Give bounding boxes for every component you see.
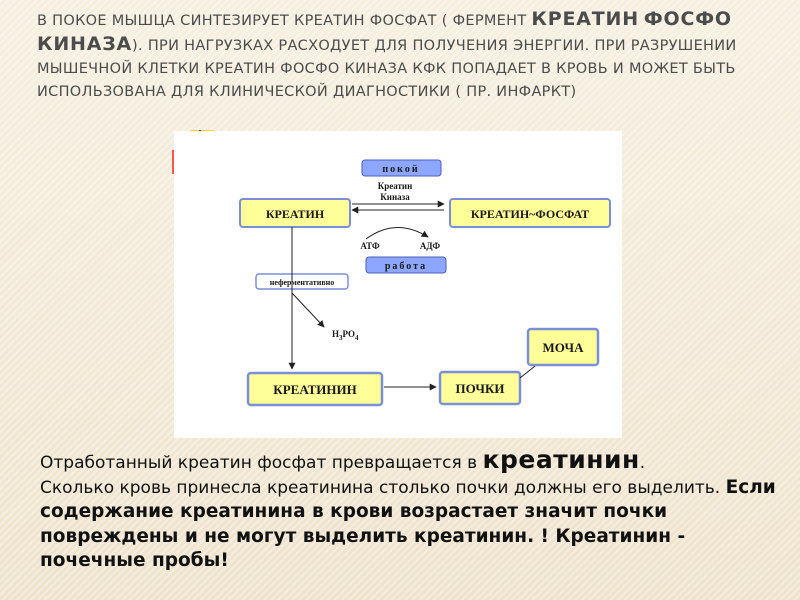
- kidneys-box: [438, 370, 522, 406]
- enzyme-label-line1: Креатин: [378, 181, 413, 191]
- creatine-label: КРЕАТИН: [266, 207, 325, 221]
- creatinine-label: КРЕАТИНИН: [273, 382, 356, 397]
- creatine-phosphate-label: КРЕАТИН~ФОСФАТ: [471, 207, 589, 221]
- urine-box: [526, 327, 600, 367]
- rest-label-box: [361, 159, 442, 177]
- body-line1-end: .: [639, 453, 646, 473]
- kidneys-label: ПОЧКИ: [456, 381, 505, 396]
- nonenzymatic-box: [255, 273, 349, 290]
- nonenzymatic-label: неферментативно: [270, 278, 335, 287]
- body-line1-text: Отработанный креатин фосфат превращается…: [40, 453, 483, 473]
- creatinine-box: [246, 371, 384, 407]
- h3po4-label: H3PO4: [332, 329, 359, 342]
- enzyme-label-line2: Киназа: [380, 192, 410, 202]
- adp-label: АДФ: [420, 241, 441, 251]
- body-line2-text: Сколько кровь принесла креатинина стольк…: [40, 477, 726, 498]
- atp-adp-arrow: [365, 227, 429, 240]
- title-emph-phosphokinase: фосфо киназа: [37, 8, 732, 55]
- title-text-part1: В покое мышца синтезирует креатин фосфат…: [37, 13, 532, 29]
- title-text-part2: ). при нагрузках расходует для получения…: [37, 38, 737, 100]
- creatine-box: [239, 198, 351, 228]
- urine-label: МОЧА: [543, 340, 585, 355]
- work-label: работа: [385, 261, 427, 272]
- creatine-cycle-diagram: покой Креатин Киназа КРЕАТИН КРЕАТИН~ФОС…: [174, 131, 622, 438]
- explanation-text: Отработанный креатин фосфат превращается…: [40, 445, 780, 574]
- body-creatinine-word: креатинин: [482, 445, 640, 474]
- h3po4-arrow: [291, 292, 325, 328]
- atp-label: АТФ: [360, 241, 380, 251]
- slide-title: В покое мышца синтезирует креатин фосфат…: [37, 8, 782, 104]
- creatine-phosphate-box: [449, 198, 611, 228]
- work-label-box: [365, 256, 447, 274]
- diagram-svg: покой Креатин Киназа КРЕАТИН КРЕАТИН~ФОС…: [239, 159, 611, 407]
- rest-label: покой: [382, 164, 419, 175]
- body-bold-text: Если содержание креатинина в крови возра…: [40, 476, 776, 572]
- title-emph-creatine: Креатин: [531, 8, 639, 30]
